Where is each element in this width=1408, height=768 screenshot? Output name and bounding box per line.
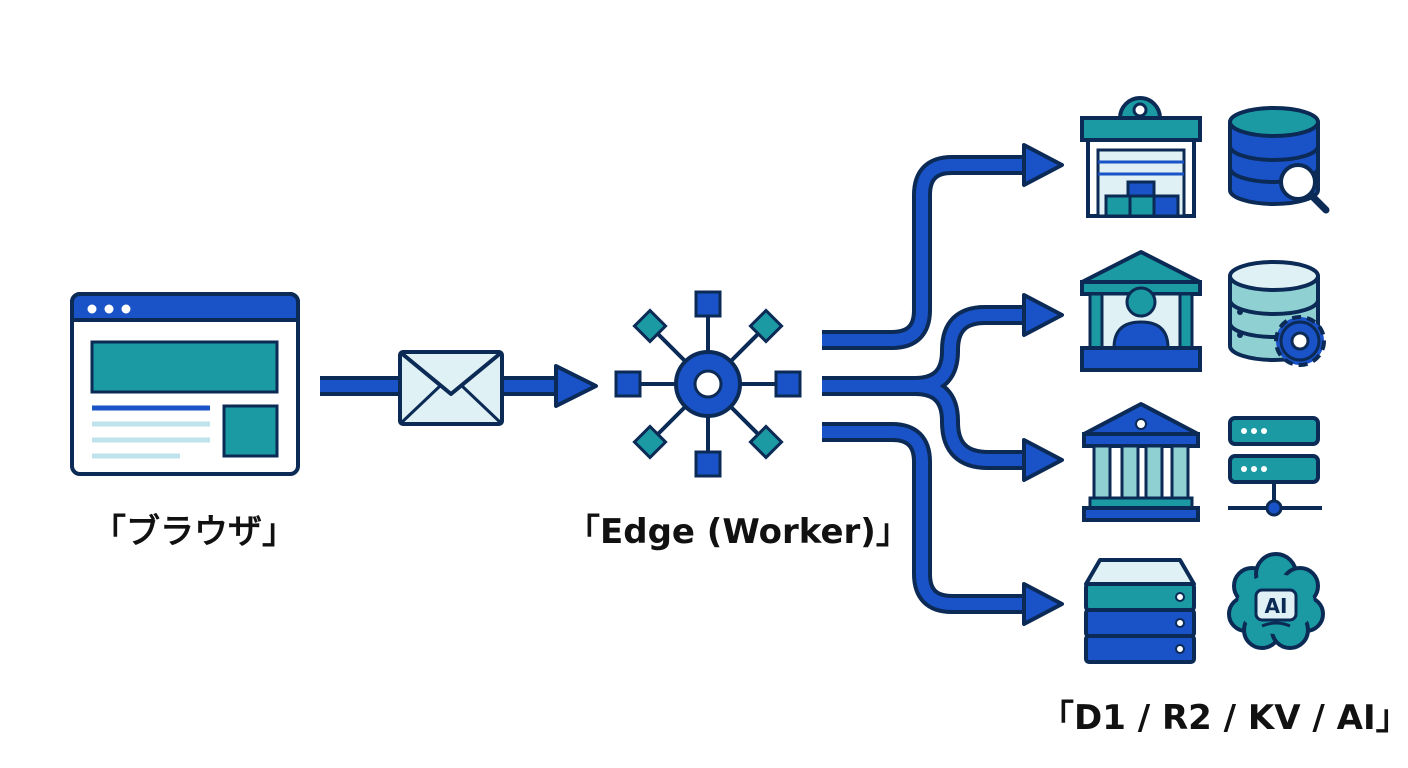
edge-worker-label: 「Edge (Worker)」 bbox=[566, 512, 910, 552]
server-network-icon bbox=[1228, 416, 1322, 517]
ai-badge-text: AI bbox=[1265, 594, 1288, 618]
database-search-icon bbox=[1228, 106, 1330, 214]
browser-label: 「ブラウザ」 bbox=[92, 512, 296, 552]
ai-brain-icon: AI bbox=[1227, 552, 1325, 650]
network-hub-icon bbox=[614, 290, 802, 478]
browser-to-edge-arrow bbox=[320, 364, 598, 408]
bank-person-icon bbox=[1080, 250, 1202, 372]
server-stack-icon bbox=[1084, 558, 1196, 664]
services-label: 「D1 / R2 / KV / AI」 bbox=[1040, 698, 1408, 738]
database-gear-icon bbox=[1228, 260, 1326, 367]
envelope-icon bbox=[398, 350, 504, 426]
bank-icon bbox=[1082, 402, 1200, 522]
browser-window-icon bbox=[70, 292, 300, 476]
edge-to-services-arrows bbox=[822, 143, 1064, 626]
storage-building-icon bbox=[1080, 96, 1202, 218]
